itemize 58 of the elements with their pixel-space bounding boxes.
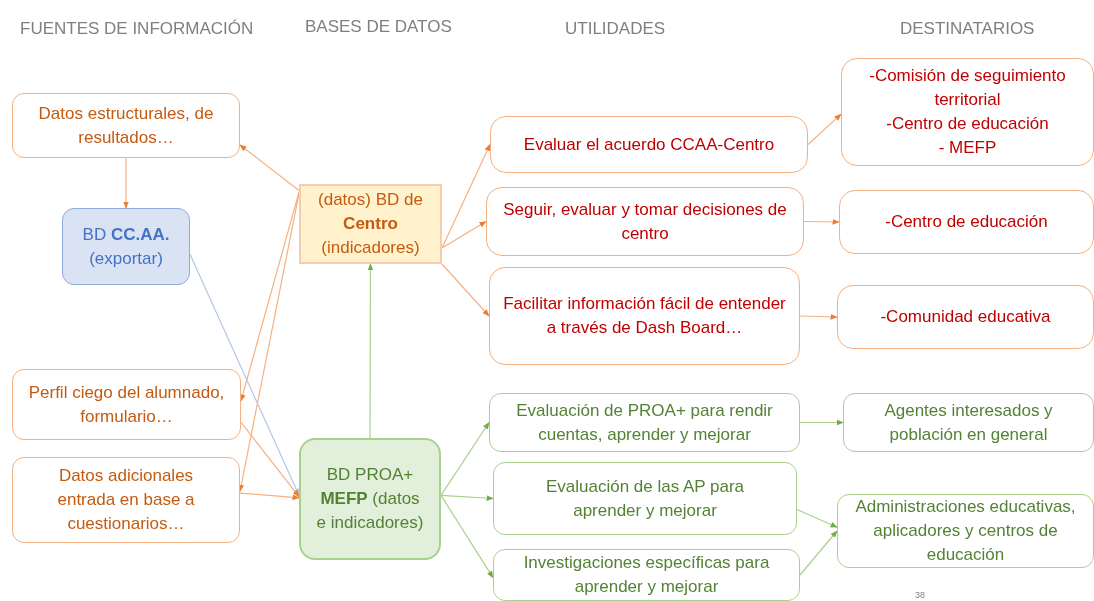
arrow [367,263,374,439]
arrow [799,419,844,426]
arrow [799,313,838,320]
process-box [841,58,1094,166]
node-text: Evaluación de PROA+ para rendir cuentas, aprender y mejorar [515,399,774,446]
node-text: Seguir, evaluar y tomar decisiones de centro [502,198,788,245]
node-text: (datos) BD de Centro (indicadores) [317,189,424,259]
arrow [441,220,487,249]
node-text: Datos estructurales, de resultados… [37,102,215,149]
arrow [796,508,838,528]
node-text: BD PROA+ MEFP (datos e indicadores) [315,464,425,534]
process-box [493,462,797,535]
database-box [299,184,442,264]
arrow [240,421,300,498]
column-heading: FUENTES DE INFORMACIÓN [20,18,254,40]
node-text: Investigaciones específicas para aprender y mejorar [522,552,771,598]
arrow [441,263,490,317]
arrow [440,494,494,579]
process-box [493,549,800,601]
column-heading: UTILIDADES [565,18,666,40]
process-box [12,457,240,543]
process-box [12,93,240,158]
process-box [486,187,804,256]
arrow [239,191,300,402]
node-text: - MEFP [938,137,997,159]
node-text: -Comisión de seguimiento territorial [868,65,1067,111]
arrow [807,113,842,146]
node-text: Datos adicionales entrada en base a cuestionarios… [56,465,196,535]
page-number: 38 [915,589,925,601]
database-box [62,208,190,285]
arrow [440,421,490,496]
node-text: -Centro de educación [886,113,1049,135]
node-text: -Comunidad educativa [880,306,1051,328]
node-text: Agentes interesados y población en general [883,399,1054,446]
arrow [803,219,840,225]
arrow [239,144,300,191]
node-text: Administraciones educativas, aplicadores y centros de educación [854,496,1077,566]
arrow [239,492,300,501]
column-heading: BASES DE DATOS [305,16,452,38]
node-text: Perfil ciego del alumnado, formulario… [27,381,226,428]
arrow [123,157,129,209]
process-box [490,116,808,173]
node-text: -Centro de educación [885,211,1048,233]
process-box [843,393,1094,452]
process-box [839,190,1094,254]
database-box [299,438,441,560]
arrow [440,494,494,501]
process-box [837,285,1094,349]
process-box [837,494,1094,568]
process-box [489,393,800,452]
node-text: BD CC.AA. (exportar) [81,223,171,270]
arrow [799,530,838,576]
column-heading: DESTINATARIOS [900,18,1035,40]
process-box [489,267,800,365]
process-box [12,369,241,440]
node-text: Evaluación de las AP para aprender y mejorar [544,475,746,522]
node-text: Facilitar información fácil de entender a través de Dash Board… [502,293,787,339]
node-text: Evaluar el acuerdo CCAA-Centro [523,133,775,156]
